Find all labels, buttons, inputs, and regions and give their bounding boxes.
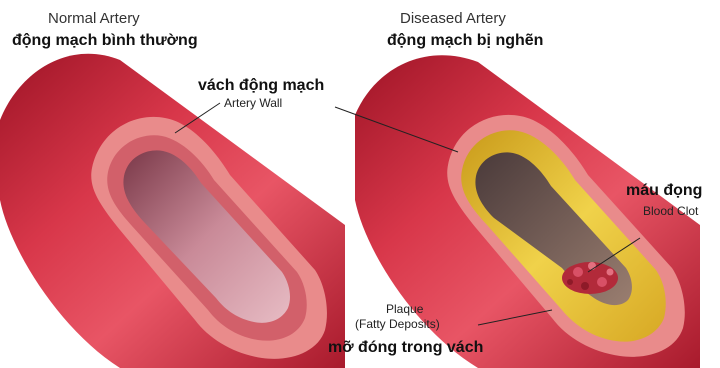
artery-wall-label-vi: vách động mạch xyxy=(198,78,324,94)
fatty-deposits-label-en: (Fatty Deposits) xyxy=(355,318,440,330)
plaque-label-en: Plaque xyxy=(386,303,423,315)
normal-artery xyxy=(0,54,345,368)
normal-artery-title-vi: động mạch bình thường xyxy=(12,33,198,49)
artery-wall-label-en: Artery Wall xyxy=(224,97,282,109)
blood-clot-label-en: Blood Clot xyxy=(643,205,698,217)
blood-clot xyxy=(562,262,618,294)
blood-clot-label-vi: máu đọng xyxy=(626,183,702,199)
plaque-label-vi: mỡ đóng trong vách xyxy=(328,340,483,356)
diseased-artery-title-en: Diseased Artery xyxy=(400,11,506,26)
normal-artery-title-en: Normal Artery xyxy=(48,11,140,26)
diseased-artery-title-vi: động mạch bị nghẽn xyxy=(387,33,543,49)
